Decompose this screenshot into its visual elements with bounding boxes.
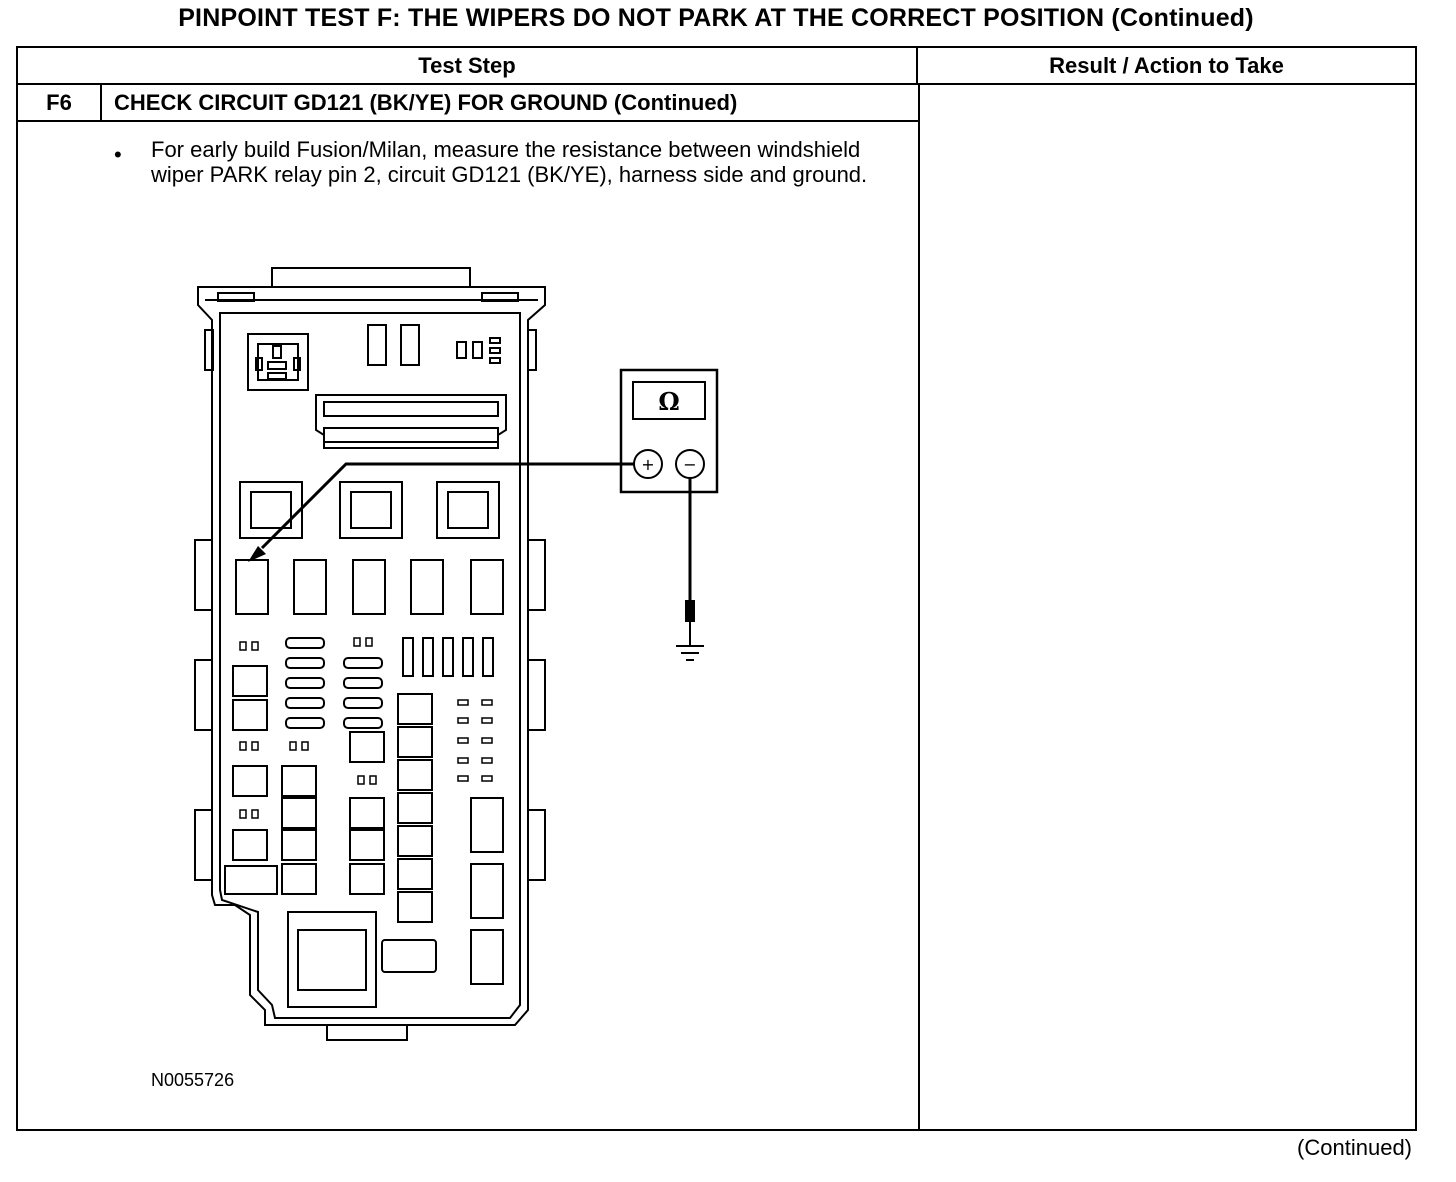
pinpoint-test-table: Test Step Result / Action to Take F6 CHE… xyxy=(16,46,1417,1131)
step-id: F6 xyxy=(18,85,102,120)
clip-right xyxy=(481,292,519,302)
probe-tip xyxy=(248,546,266,562)
header-test-step: Test Step xyxy=(18,48,918,83)
wiper-park-relay xyxy=(235,559,269,615)
page-title: PINPOINT TEST F: THE WIPERS DO NOT PARK … xyxy=(178,4,1254,32)
positive-label: + xyxy=(641,455,654,474)
clip-left xyxy=(217,292,255,302)
step-row: F6 CHECK CIRCUIT GD121 (BK/YE) FOR GROUN… xyxy=(18,85,918,122)
negative-label: − xyxy=(683,455,696,474)
diode xyxy=(367,324,387,366)
continued-label: (Continued) xyxy=(1297,1135,1412,1160)
side-clip xyxy=(194,539,213,611)
step-title: CHECK CIRCUIT GD121 (BK/YE) FOR GROUND (… xyxy=(114,90,738,115)
relay-socket-2 xyxy=(239,481,303,539)
housing-inner xyxy=(219,312,521,1019)
header-result-action: Result / Action to Take xyxy=(1049,53,1284,78)
relay-socket xyxy=(247,333,309,391)
bottom-tab xyxy=(326,1024,408,1041)
instruction-text: For early build Fusion/Milan, measure th… xyxy=(151,137,868,187)
table-header-row: Test Step Result / Action to Take xyxy=(18,48,1415,85)
ohmmeter: Ω + − xyxy=(619,368,719,494)
ohm-symbol: Ω xyxy=(658,387,679,416)
positive-lead xyxy=(260,462,634,550)
top-tab xyxy=(271,267,471,287)
ground-probe xyxy=(685,600,695,622)
connector xyxy=(315,394,507,449)
column-divider xyxy=(918,85,920,1131)
main-connector xyxy=(287,911,377,1008)
figure-id: N0055726 xyxy=(151,1070,235,1090)
bullet-marker: • xyxy=(114,142,122,167)
